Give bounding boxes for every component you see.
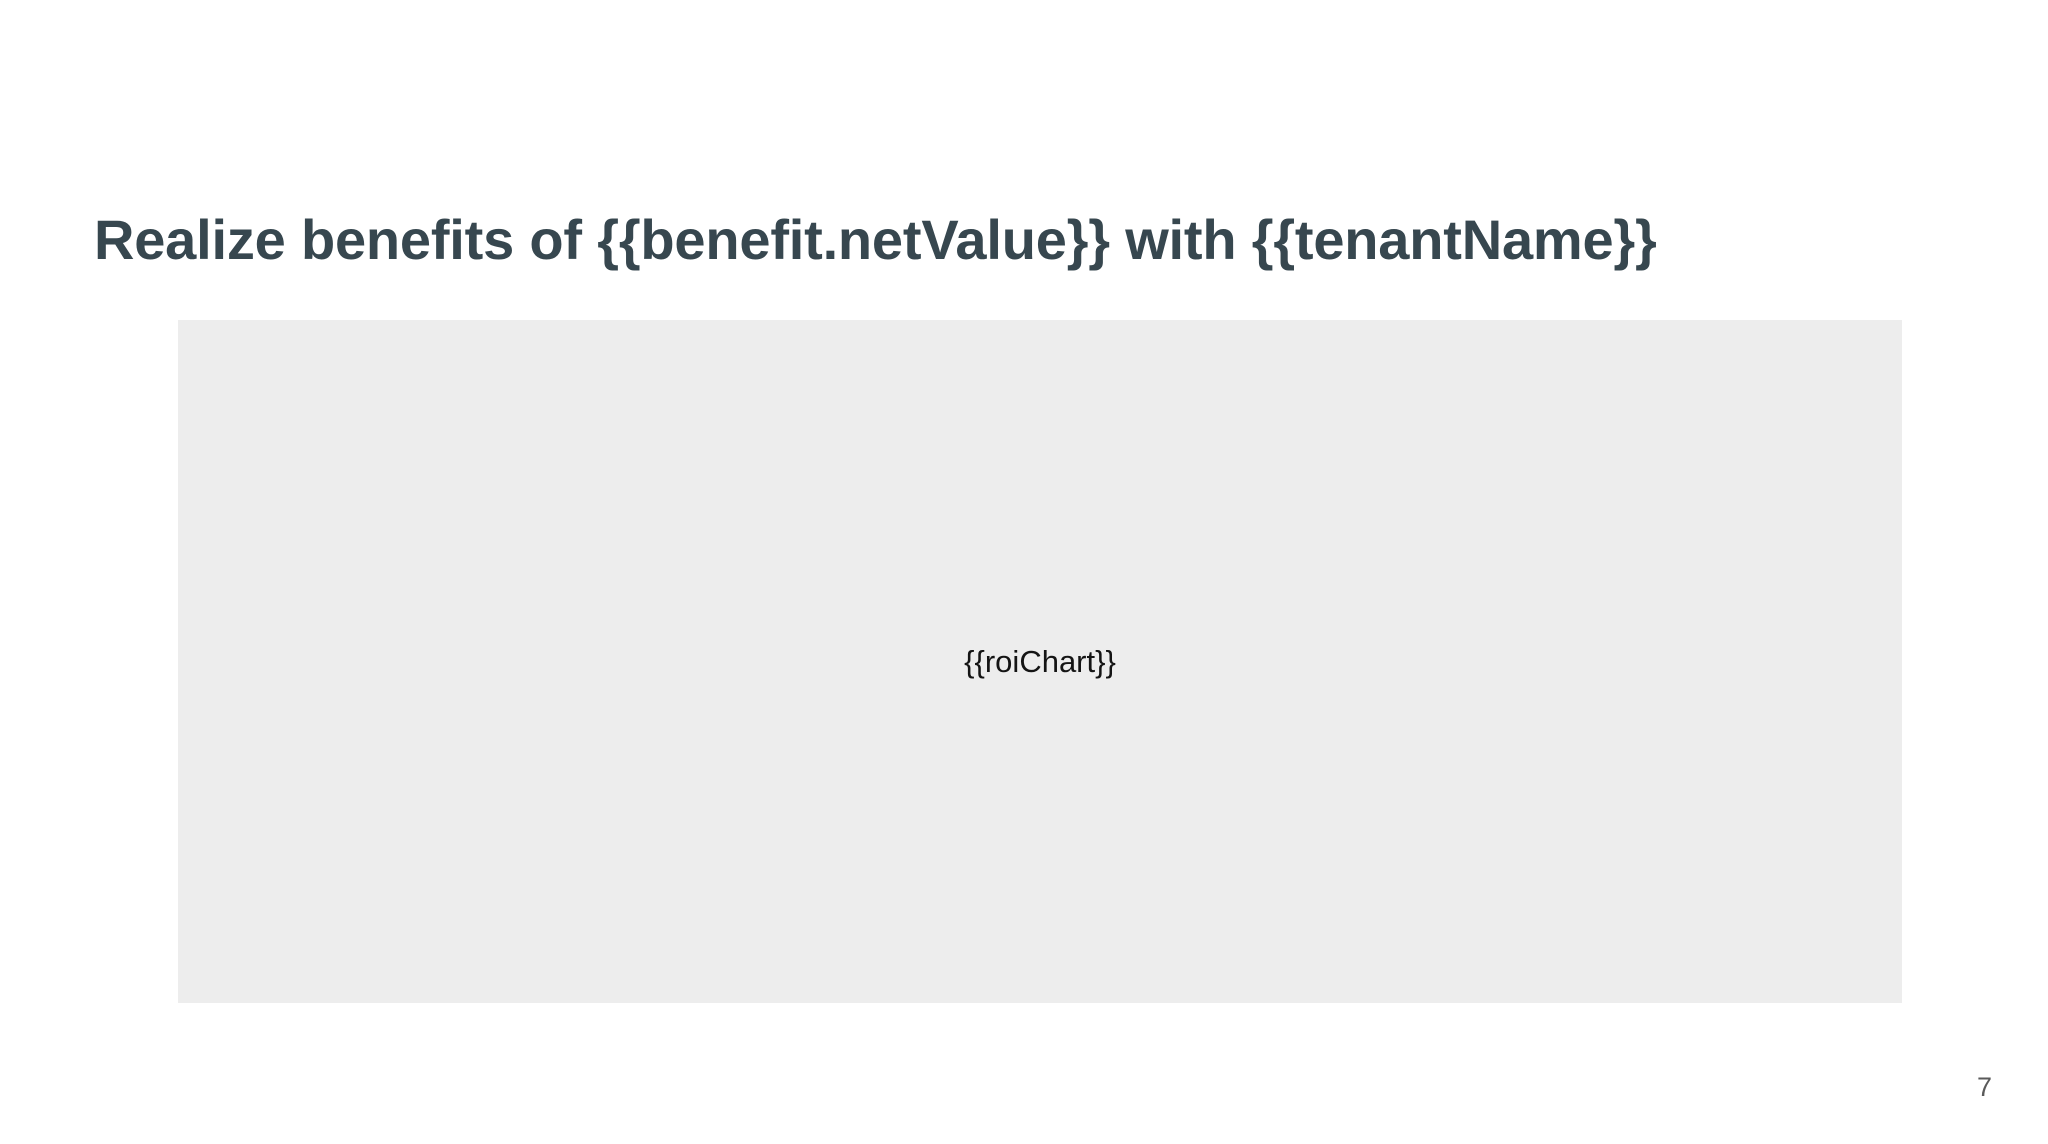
roi-chart-placeholder-label: {{roiChart}} [964, 644, 1116, 679]
page-title: Realize benefits of {{benefit.netValue}}… [94, 207, 1657, 271]
roi-chart-placeholder[interactable]: {{roiChart}} [178, 320, 1902, 1003]
page-number: 7 [1976, 1072, 1992, 1102]
